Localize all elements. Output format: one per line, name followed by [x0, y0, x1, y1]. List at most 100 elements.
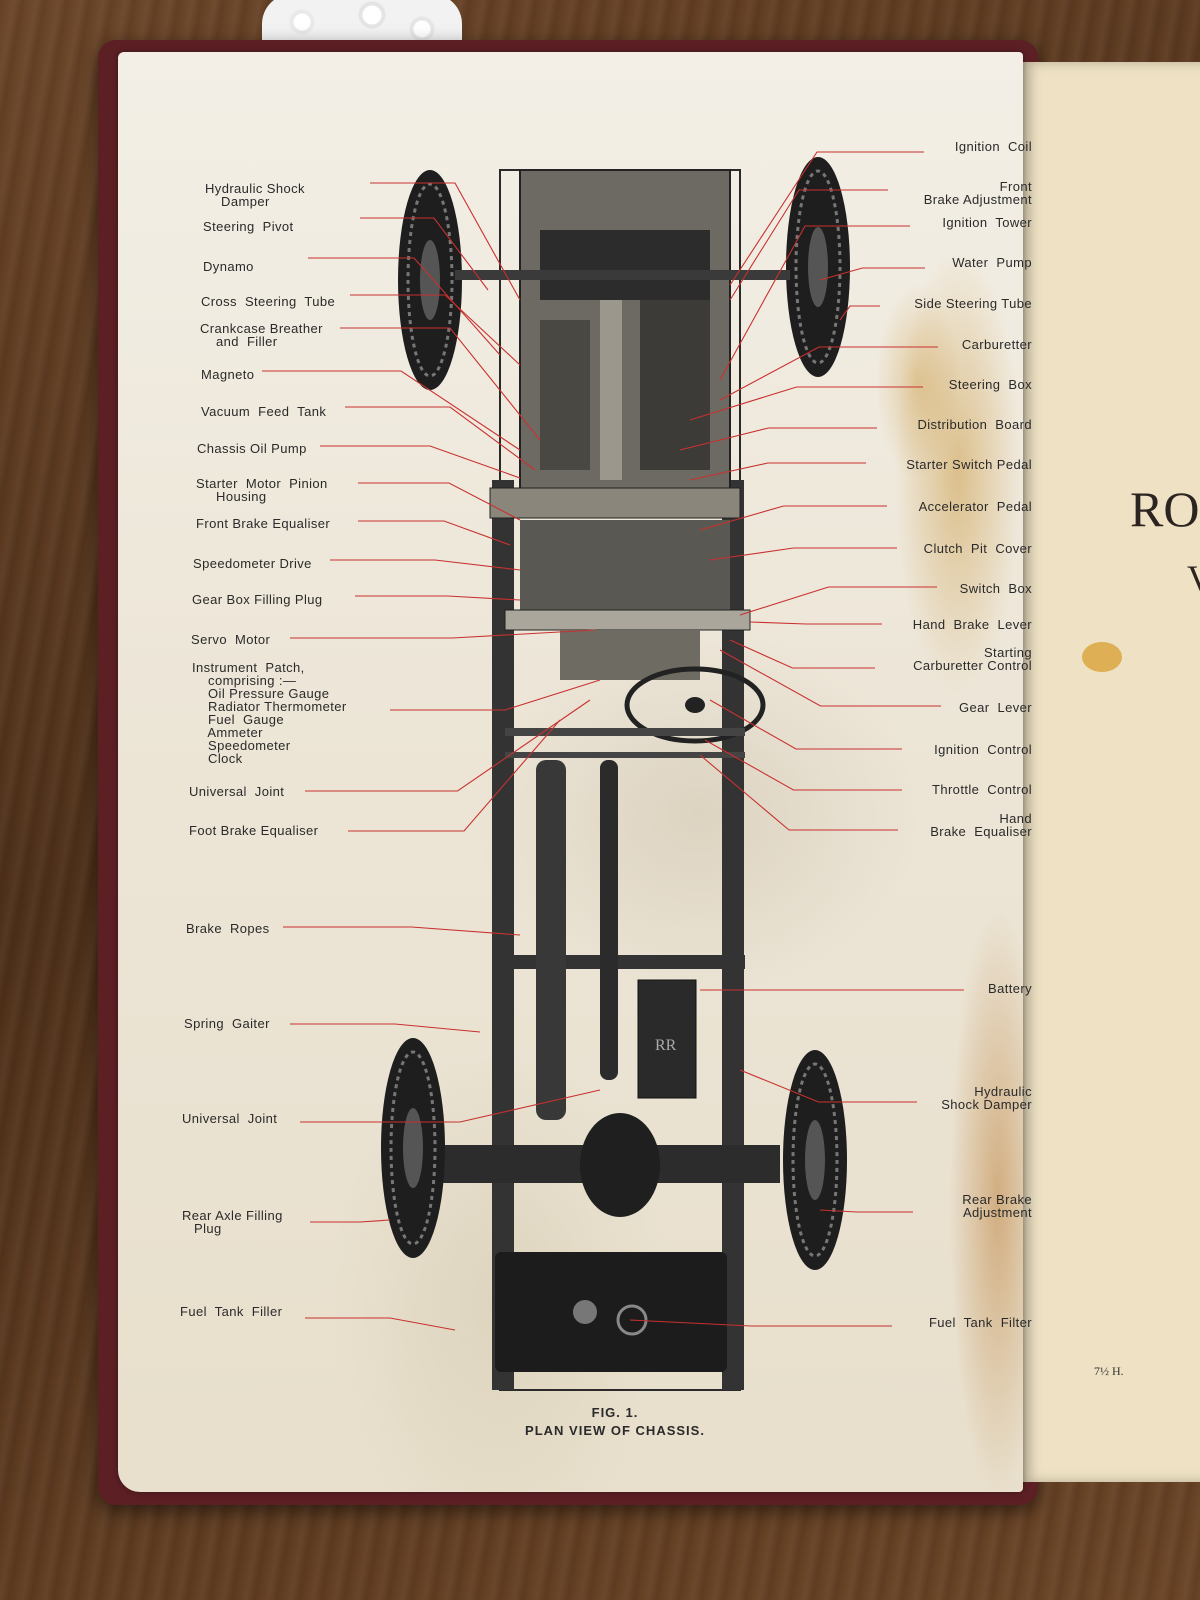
engine-left-block [540, 320, 590, 470]
gearbox [520, 520, 730, 610]
label-vacuum-feed-tank: Vacuum Feed Tank [201, 404, 327, 419]
label-steering-box: Steering Box [948, 377, 1032, 392]
label-fuel-tank-filler: Fuel Tank Filler [180, 1304, 283, 1319]
label-water-pump: Water Pump [952, 255, 1032, 270]
right-page-subheading: V [1187, 557, 1200, 599]
label-starter-motor-pinion: Starter Motor Pinion Housing [196, 476, 328, 504]
label-ignition-control: Ignition Control [934, 742, 1032, 757]
fuel-tank [495, 1252, 727, 1372]
leader-hydraulic-shock-damper-rear [739, 1069, 917, 1103]
leader-hand-brake-lever [749, 621, 882, 625]
torque-tube [536, 760, 566, 1120]
label-spring-gaiter: Spring Gaiter [184, 1016, 270, 1031]
label-hand-brake-equaliser: Hand Brake Equaliser [930, 811, 1032, 839]
label-universal-joint-rear: Universal Joint [182, 1111, 278, 1126]
label-speedometer-drive: Speedometer Drive [193, 556, 312, 571]
front-right-wheel-hub [808, 227, 828, 307]
label-distribution-board: Distribution Board [917, 417, 1032, 432]
right-page-footnote: 7½ H. [1094, 1364, 1124, 1378]
label-gear-lever: Gear Lever [958, 700, 1032, 715]
leader-fuel-tank-filler [305, 1317, 456, 1331]
leader-magneto [262, 370, 521, 451]
fuel-tank-filler-cap [573, 1300, 597, 1324]
front-axle [455, 270, 790, 280]
label-accelerator-pedal: Accelerator Pedal [918, 499, 1032, 514]
leader-rear-axle-filling-plug [310, 1219, 391, 1223]
leader-servo-motor [290, 629, 596, 639]
label-brake-ropes: Brake Ropes [186, 921, 270, 936]
leader-distribution-board [679, 427, 877, 451]
steering-wheel [624, 666, 766, 744]
label-gear-box-filling-plug: Gear Box Filling Plug [192, 592, 323, 607]
leader-switch-box [739, 586, 937, 616]
label-crankcase-breather: Crankcase Breather and Filler [200, 321, 323, 349]
radiator [540, 230, 710, 300]
label-front-brake-equaliser: Front Brake Equaliser [196, 516, 331, 531]
leader-front-brake-equaliser [358, 520, 511, 546]
leader-hydraulic-shock-damper-front [370, 182, 521, 301]
engine-center [600, 300, 622, 480]
leader-fuel-tank-filter [629, 1319, 892, 1327]
label-hydraulic-shock-damper-front: Hydraulic Shock Damper [205, 181, 305, 209]
label-clutch-pit-cover: Clutch Pit Cover [923, 541, 1032, 556]
steering-hub [685, 697, 705, 713]
leader-throttle-control [704, 739, 902, 791]
label-hand-brake-lever: Hand Brake Lever [912, 617, 1032, 632]
leader-steering-box [689, 386, 923, 421]
label-dynamo: Dynamo [203, 259, 254, 274]
figure-title: PLAN VIEW OF CHASSIS. [525, 1423, 705, 1438]
leader-vacuum-feed-tank [345, 406, 536, 471]
rear-right-wheel-tread [791, 1062, 839, 1258]
label-switch-box: Switch Box [959, 581, 1032, 596]
front-right-wheel-tread [794, 169, 842, 365]
cross-member-2 [505, 752, 745, 758]
label-servo-motor: Servo Motor [191, 632, 271, 647]
front-left-wheel-hub [420, 240, 440, 320]
label-carburetter: Carburetter [961, 337, 1032, 352]
leader-universal-joint-rear [300, 1089, 601, 1123]
label-side-steering-tube: Side Steering Tube [914, 296, 1032, 311]
leader-cross-steering-tube [350, 294, 521, 366]
fuel-tank-filter-ring [616, 1304, 648, 1336]
leader-accelerator-pedal [699, 505, 887, 531]
differential [580, 1113, 660, 1217]
right-page: RO V 7½ H. [1022, 62, 1200, 1482]
leader-starter-motor-pinion [358, 482, 521, 521]
cross-member-1 [505, 728, 745, 736]
leader-steering-pivot [360, 217, 489, 291]
leader-spring-gaiter [290, 1023, 481, 1033]
leader-dynamo [308, 257, 501, 356]
label-ignition-coil: Ignition Coil [954, 139, 1032, 154]
right-page-heading: RO [1130, 481, 1200, 537]
rear-left-wheel-tread [389, 1050, 437, 1246]
label-magneto: Magneto [201, 367, 255, 382]
leader-crankcase-breather [340, 327, 541, 441]
leader-starter-switch-pedal [689, 462, 866, 481]
figure-number: FIG. 1. [591, 1405, 639, 1420]
front-left-wheel-tread [406, 182, 454, 378]
pedal-box [560, 630, 700, 680]
floor-crossmember [504, 609, 751, 631]
stain [1082, 642, 1122, 672]
rear-left-wheel-hub [403, 1108, 423, 1188]
label-battery: Battery [988, 981, 1032, 996]
leader-brake-ropes [283, 926, 521, 936]
leader-universal-joint-front [305, 699, 591, 792]
leader-gear-lever [719, 649, 941, 707]
rear-right-wheel-hub [805, 1120, 825, 1200]
leader-ignition-coil [729, 151, 924, 286]
leader-speedometer-drive [330, 559, 521, 571]
label-front-brake-adjustment: Front Brake Adjustment [923, 179, 1032, 207]
leader-starting-carburetter-control [729, 639, 875, 669]
leader-ignition-control [709, 699, 902, 750]
label-hydraulic-shock-damper-rear: Hydraulic Shock Damper [941, 1084, 1032, 1112]
label-cross-steering-tube: Cross Steering Tube [201, 294, 336, 309]
firewall [489, 487, 741, 519]
label-steering-pivot: Steering Pivot [203, 219, 294, 234]
label-starting-carburetter-control: Starting Carburetter Control [913, 645, 1032, 673]
label-instrument-patch: Instrument Patch, comprising :— Oil Pres… [192, 660, 347, 766]
leader-water-pump [819, 267, 925, 281]
propeller-shaft [600, 760, 618, 1080]
